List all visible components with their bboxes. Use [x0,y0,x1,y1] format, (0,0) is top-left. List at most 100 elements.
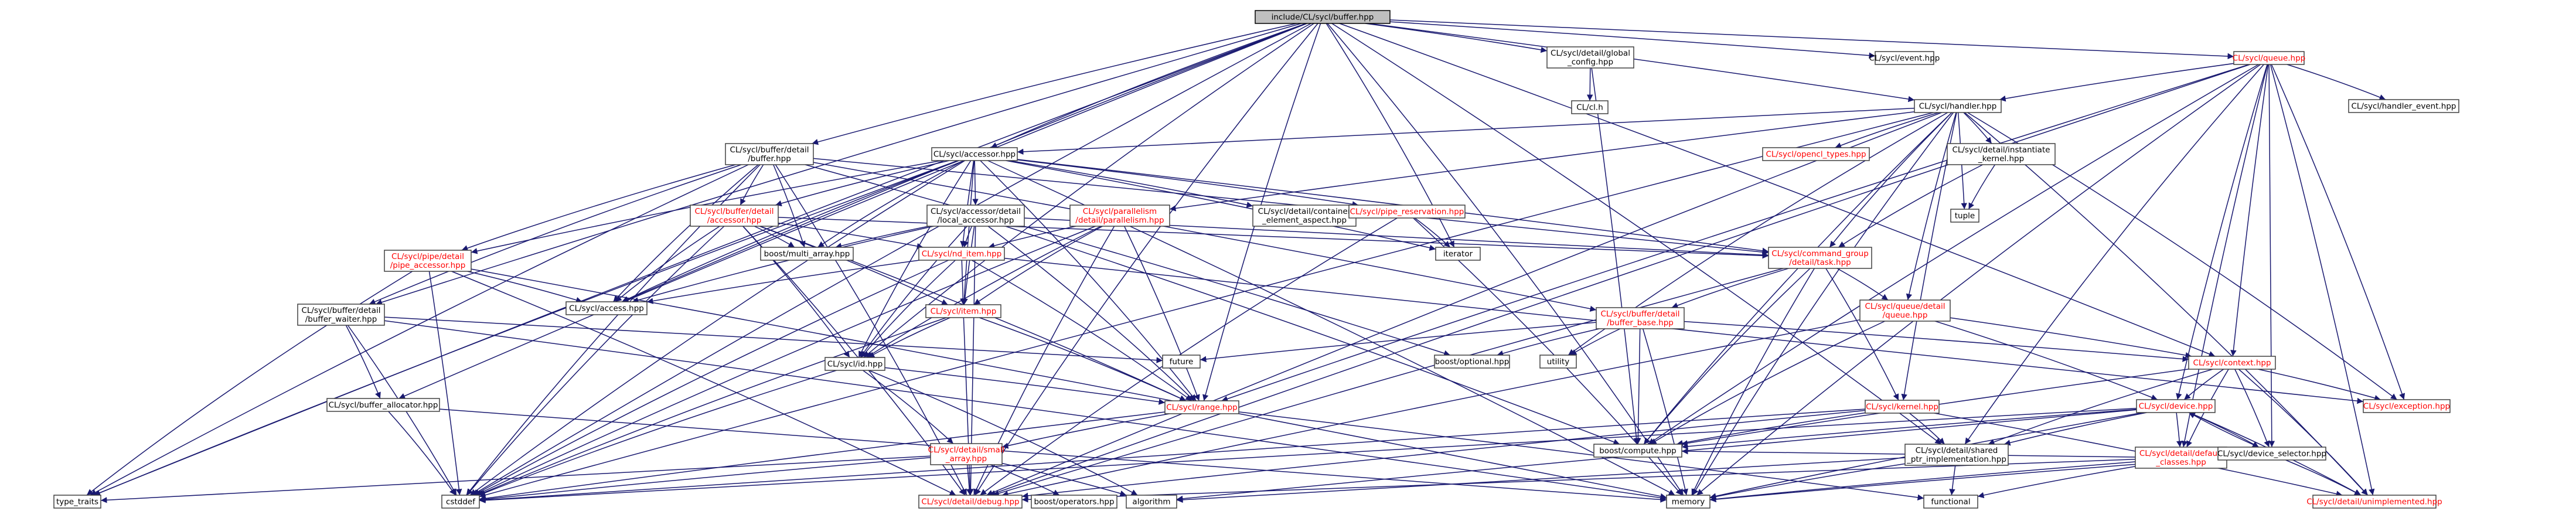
node-handler[interactable]: CL/sycl/handler.hpp [1914,99,2002,113]
node-device_selector[interactable]: CL/sycl/device_selector.hpp [2217,447,2326,461]
edge-accessor-to-acc_local_accessor [972,160,979,206]
node-cl_h[interactable]: CL/cl.h [1571,100,1609,114]
node-box-acc_local_accessor [926,205,1025,227]
node-boost_compute[interactable]: boost/compute.hpp [1593,444,1682,458]
edge-buf_detail_buffer-to-type_traits [90,164,749,496]
edge-queue-to-device_selector [2268,64,2275,448]
edge-queue-to-handler [1999,63,2234,102]
node-buffer_allocator[interactable]: CL/sycl/buffer_allocator.hpp [326,398,440,412]
node-event[interactable]: CL/sycl/event.hpp [1869,51,1940,65]
node-future[interactable]: future [1162,355,1201,369]
node-pipe_reservation[interactable]: CL/sycl/pipe_reservation.hpp [1348,205,1466,219]
edge-cg_task-to-memory [1691,268,1815,496]
node-box-type_traits [53,495,101,509]
node-algorithm[interactable]: algorithm [1126,495,1177,509]
node-label-cg_task-1: /detail/task.hpp [1789,258,1851,267]
node-memory[interactable]: memory [1666,495,1710,509]
node-device[interactable]: CL/sycl/device.hpp [2136,399,2216,413]
node-id[interactable]: CL/sycl/id.hpp [824,357,885,371]
node-box-parallelism [1069,205,1170,227]
node-kernel[interactable]: CL/sycl/kernel.hpp [1865,400,1940,414]
node-type_traits[interactable]: type_traits [53,495,101,509]
node-small_array[interactable]: CL/sycl/detail/small_array.hpp [928,443,1005,465]
edge-id-to-cstddef [479,370,837,496]
edge-buf_detail_accessor-to-item [759,226,948,305]
edge-queue-to-boost_compute [1648,64,2259,445]
node-shared_ptr_impl[interactable]: CL/sycl/detail/shared_ptr_implementation… [1904,444,2009,466]
node-box-algorithm [1126,495,1177,509]
node-pipe_accessor[interactable]: CL/sycl/pipe/detail/pipe_accessor.hpp [384,250,472,272]
node-label-algorithm-0: algorithm [1132,498,1170,507]
node-item[interactable]: CL/sycl/item.hpp [925,304,1001,318]
node-buffer_waiter[interactable]: CL/sycl/buffer/detail/buffer_waiter.hpp [297,304,385,326]
node-global_config[interactable]: CL/sycl/detail/global_config.hpp [1546,46,1634,69]
node-buf_detail_accessor[interactable]: CL/sycl/buffer/detail/accessor.hpp [690,205,779,227]
edge-pipe_accessor-to-cstddef [428,271,462,496]
node-box-cstddef [441,495,480,509]
edge-context-to-exception [2258,369,2381,401]
edge-handler-to-cg_task [1829,112,1953,248]
node-instantiate_kernel[interactable]: CL/sycl/detail/instantiate_kernel.hpp [1947,143,2056,165]
node-box-handler_event [2348,99,2459,113]
edge-accessor-to-item [961,160,974,305]
edge-buffer_base-to-boost_compute [1635,328,1641,445]
edge-root-to-cstddef [472,23,1311,496]
node-label-cl_h-0: CL/cl.h [1576,103,1603,113]
node-box-opencl_types [1762,147,1870,161]
node-box-pipe_reservation [1348,205,1466,219]
node-label-exception-0: CL/sycl/exception.hpp [2363,402,2450,411]
node-default_classes[interactable]: CL/sycl/detail/default_classes.hpp [2135,447,2227,469]
edge-buf_detail_buffer-to-buffer_base [813,162,1597,312]
edge-device_selector-to-unimplemented [2285,459,2361,496]
edge-buffer_base-to-optional [1497,328,1600,357]
node-functional[interactable]: functional [1923,495,1978,509]
node-access[interactable]: CL/sycl/access.hpp [565,301,648,315]
node-context[interactable]: CL/sycl/context.hpp [2188,356,2276,370]
node-cg_task[interactable]: CL/sycl/command_group/detail/task.hpp [1768,247,1872,269]
node-parallelism[interactable]: CL/sycl/parallelism/detail/parallelism.h… [1069,205,1170,227]
edge-device_selector-to-device [2188,412,2260,448]
node-exception[interactable]: CL/sycl/exception.hpp [2363,399,2451,413]
node-debug[interactable]: CL/sycl/detail/debug.hpp [918,495,1023,509]
edge-range-to-functional [1238,411,1924,500]
node-box-cg_task [1768,247,1872,269]
node-unimplemented[interactable]: CL/sycl/detail/unimplemented.hpp [2306,495,2442,509]
node-nd_item[interactable]: CL/sycl/nd_item.hpp [918,247,1005,261]
node-utility[interactable]: utility [1539,355,1577,369]
node-box-range [1164,400,1239,414]
node-tuple[interactable]: tuple [1950,209,1979,223]
edge-nd_item-to-id [861,260,956,358]
edge-nd_item-to-access [646,260,920,304]
edge-range-to-cstddef [479,411,1166,502]
node-label-kernel-0: CL/sycl/kernel.hpp [1866,403,1938,412]
node-handler_event[interactable]: CL/sycl/handler_event.hpp [2348,99,2459,113]
node-buffer_base[interactable]: CL/sycl/buffer/detail/buffer_base.hpp [1596,307,1685,329]
node-box-future [1162,355,1201,369]
node-box-buffer_base [1596,307,1685,329]
node-multi_array[interactable]: boost/multi_array.hpp [760,247,854,261]
node-box-default_classes [2135,447,2227,469]
edge-buf_detail_buffer-to-buffer_waiter [369,164,742,305]
node-range[interactable]: CL/sycl/range.hpp [1164,400,1239,414]
node-box-boost_operators [1031,495,1117,509]
node-label-optional-0: boost/optional.hpp [1435,357,1510,367]
node-optional[interactable]: boost/optional.hpp [1434,355,1510,369]
edge-queue_detail-to-debug [1001,319,1861,497]
node-box-root [1255,10,1391,24]
node-boost_operators[interactable]: boost/operators.hpp [1031,495,1117,509]
node-buf_detail_buffer[interactable]: CL/sycl/buffer/detail/buffer.hpp [725,143,814,165]
node-opencl_types[interactable]: CL/sycl/opencl_types.hpp [1762,147,1870,161]
edge-handler-to-cstddef [479,112,1934,498]
edge-buffer_allocator-to-cstddef [388,411,456,496]
node-label-global_config-0: CL/sycl/detail/global [1551,49,1630,58]
node-iterator[interactable]: iterator [1435,247,1481,261]
node-label-boost_compute-0: boost/compute.hpp [1599,447,1677,456]
edge-root-to-buf_detail_buffer [812,23,1297,145]
node-queue_detail[interactable]: CL/sycl/queue/detail/queue.hpp [1859,299,1951,322]
node-acc_local_accessor[interactable]: CL/sycl/accessor/detail/local_accessor.h… [926,205,1025,227]
node-cstddef[interactable]: cstddef [441,495,480,509]
node-label-debug-0: CL/sycl/detail/debug.hpp [921,498,1019,507]
node-container_element[interactable]: CL/sycl/detail/container_element_aspect.… [1252,205,1357,227]
node-accessor[interactable]: CL/sycl/accessor.hpp [931,147,1018,161]
node-queue[interactable]: CL/sycl/queue.hpp [2233,51,2306,65]
